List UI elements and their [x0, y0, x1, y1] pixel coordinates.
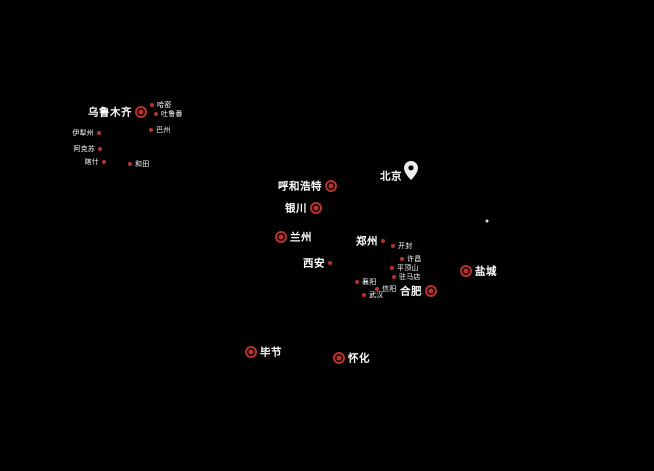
tulufan-marker-icon[interactable] [154, 112, 158, 116]
pingdingshan-marker-icon[interactable] [390, 266, 394, 270]
xuchang-label: 许昌 [407, 256, 422, 263]
hami-marker-icon[interactable] [150, 103, 154, 107]
beijing-label: 北京 [380, 170, 402, 183]
bazhou-label: 巴州 [156, 127, 171, 134]
huhehaote-label: 呼和浩特 [278, 180, 322, 193]
hetian-marker-icon[interactable] [128, 162, 132, 166]
lanzhou-label: 兰州 [290, 231, 312, 244]
xuchang-marker-icon[interactable] [400, 257, 404, 261]
xinyang-label: 信阳 [382, 286, 397, 293]
bijie-label: 毕节 [260, 346, 282, 359]
wulumuqi-label: 乌鲁木齐 [88, 106, 132, 119]
zhengzhou-marker-icon[interactable] [381, 239, 385, 243]
huaihua-label: 怀化 [348, 352, 370, 365]
yinchuan-label: 银川 [285, 202, 307, 215]
zhumadian-marker-icon[interactable] [392, 275, 396, 279]
akesu-label: 阿克苏 [73, 146, 95, 153]
wuhan-label: 武汉 [369, 292, 384, 299]
kaifeng-label: 开封 [398, 243, 413, 250]
huaihua-marker-icon[interactable] [333, 352, 345, 364]
xiangyang-marker-icon[interactable] [355, 280, 359, 284]
zhengzhou-label: 郑州 [356, 235, 378, 248]
akesu-marker-icon[interactable] [98, 147, 102, 151]
xiangyang-label: 襄阳 [362, 279, 377, 286]
hefei-label: 合肥 [400, 285, 422, 298]
minor-point-marker-icon [485, 219, 489, 223]
huhehaote-marker-icon[interactable] [325, 180, 337, 192]
pingdingshan-label: 平顶山 [397, 265, 419, 272]
yilizhou-label: 伊犁州 [72, 130, 94, 137]
yancheng-label: 盐城 [475, 265, 497, 278]
xian-label: 西安 [303, 257, 325, 270]
hami-label: 哈密 [157, 102, 172, 109]
kashi-marker-icon[interactable] [102, 160, 106, 164]
bijie-marker-icon[interactable] [245, 346, 257, 358]
yinchuan-marker-icon[interactable] [310, 202, 322, 214]
hetian-label: 和田 [135, 161, 150, 168]
lanzhou-marker-icon[interactable] [275, 231, 287, 243]
kaifeng-marker-icon[interactable] [391, 244, 395, 248]
wulumuqi-marker-icon[interactable] [135, 106, 147, 118]
tulufan-label: 吐鲁番 [161, 111, 183, 118]
bazhou-marker-icon[interactable] [149, 128, 153, 132]
hefei-marker-icon[interactable] [425, 285, 437, 297]
wuhan-marker-icon[interactable] [362, 293, 366, 297]
yancheng-marker-icon[interactable] [460, 265, 472, 277]
beijing-location-pin-icon[interactable] [404, 161, 418, 180]
kashi-label: 喀什 [84, 159, 99, 166]
xinyang-marker-icon[interactable] [375, 287, 379, 291]
xian-marker-icon[interactable] [328, 261, 332, 265]
yilizhou-marker-icon[interactable] [97, 131, 101, 135]
zhumadian-label: 驻马店 [399, 274, 421, 281]
